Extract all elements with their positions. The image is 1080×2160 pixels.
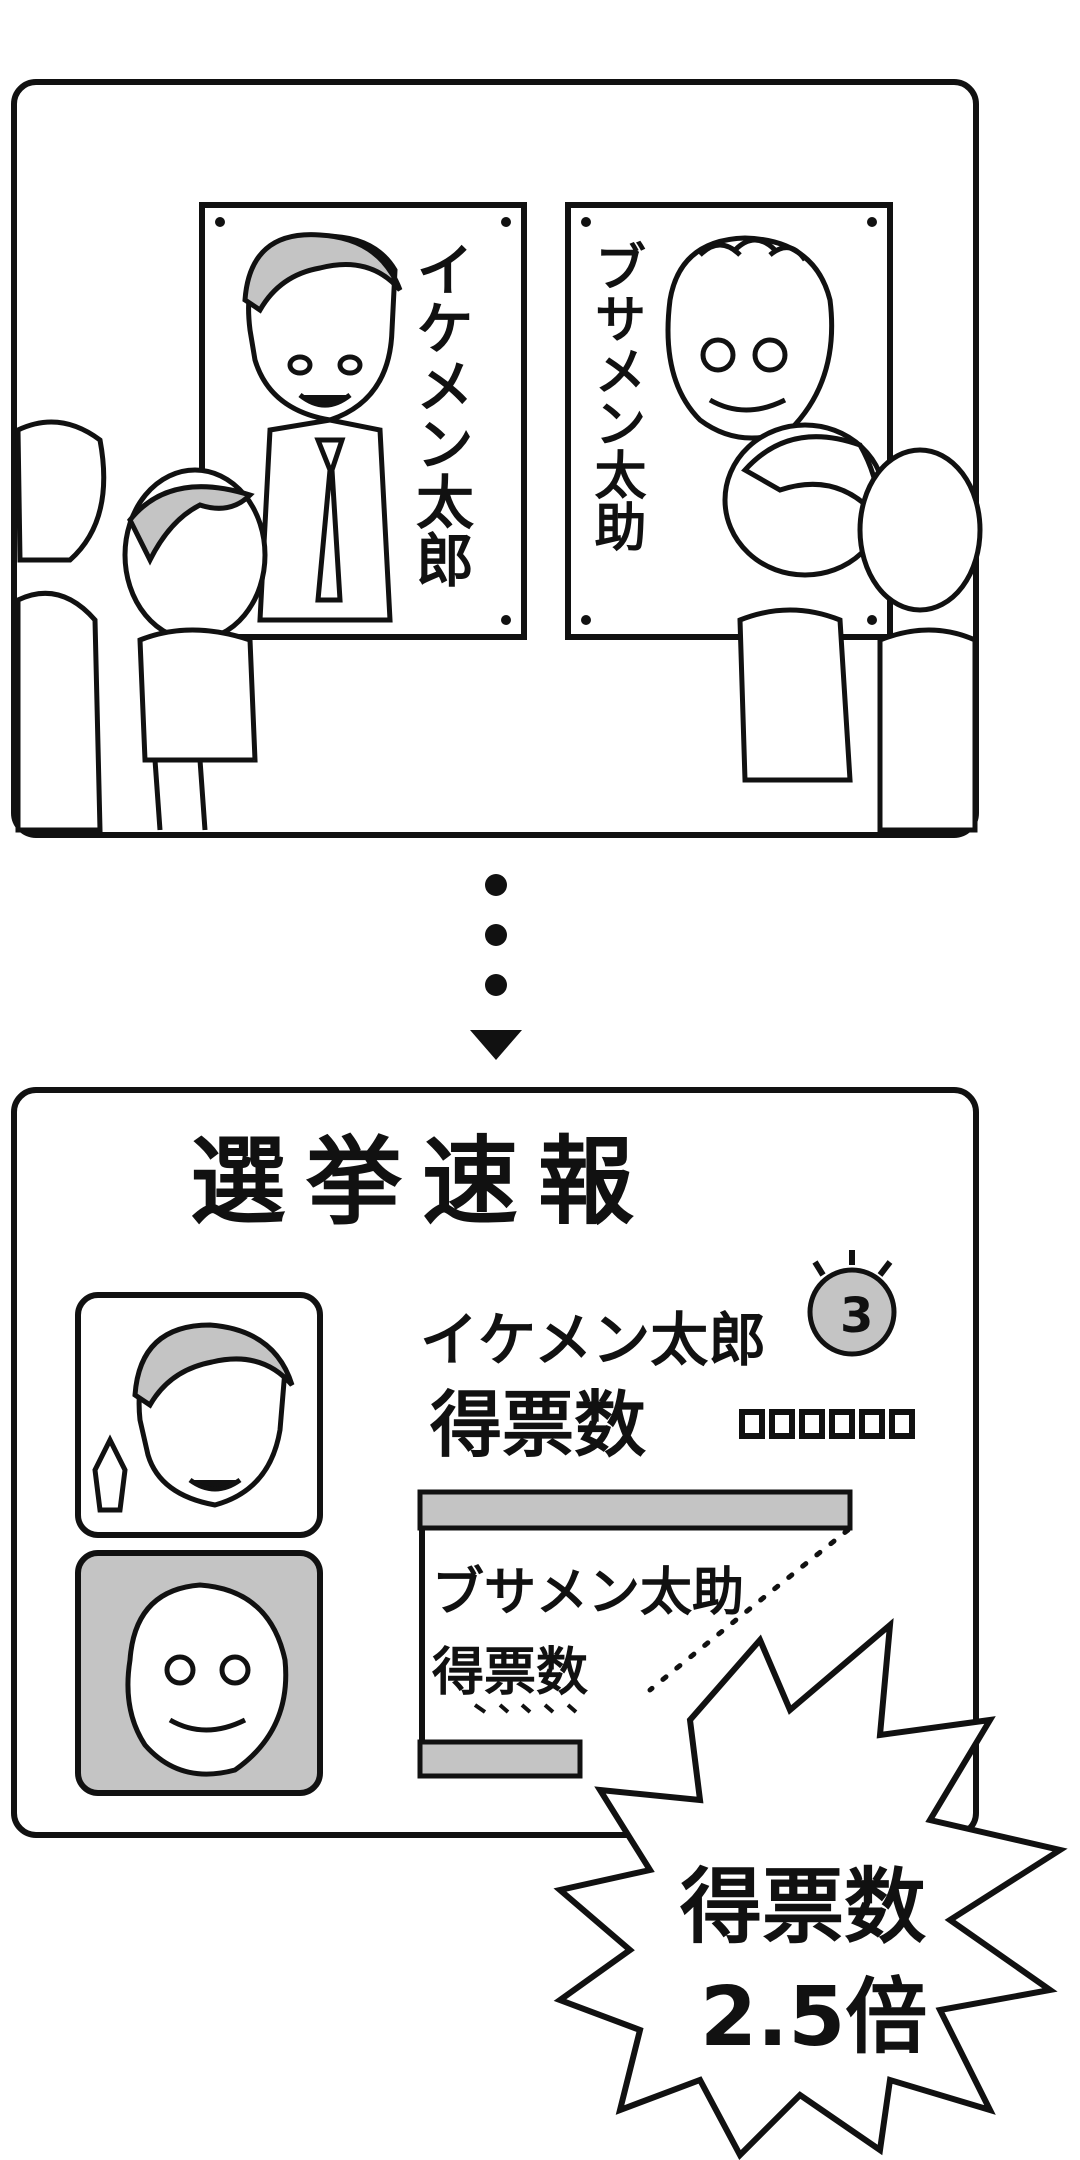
crowd-right bbox=[722, 422, 983, 833]
down-arrow-icon bbox=[470, 1030, 522, 1060]
rank-badge-number: 3 bbox=[840, 1288, 873, 1344]
candidate-a-thumb bbox=[75, 1292, 323, 1538]
burst-line2: 2.5倍 bbox=[700, 1970, 927, 2065]
vote-tally-marks bbox=[739, 1409, 915, 1439]
crowd-left bbox=[15, 419, 268, 833]
candidate-b-thumb bbox=[75, 1550, 323, 1796]
candidate-a-votes-label: 得票数 bbox=[430, 1383, 646, 1467]
top-panel: イケメン太郎 ブサメン太助 bbox=[11, 79, 983, 838]
poster-ikemen-name: イケメン太郎 bbox=[406, 240, 474, 588]
vote-bars bbox=[417, 1489, 853, 1779]
starburst-callout: 得票数 2.5倍 bbox=[553, 1617, 1068, 2160]
poster-busamen-name: ブサメン太助 bbox=[585, 240, 646, 552]
burst-line1: 得票数 bbox=[680, 1860, 926, 1955]
candidate-a-result: イケメン太郎 3 得票数 bbox=[420, 1250, 915, 1467]
candidate-a-bar bbox=[417, 1489, 853, 1531]
candidate-b-bar bbox=[417, 1739, 583, 1779]
candidate-b-name: ブサメン太助 bbox=[432, 1563, 744, 1623]
ikemen-portrait bbox=[242, 232, 403, 623]
candidate-a-name: イケメン太郎 bbox=[420, 1306, 766, 1374]
bottom-panel: 選挙速報 イケメン太郎 3 bbox=[11, 1087, 979, 1838]
bulletin-header: 選挙速報 bbox=[190, 1126, 654, 1238]
candidate-b-votes-label: 得票数 bbox=[432, 1643, 588, 1703]
transition-dots bbox=[470, 874, 522, 1060]
busamen-portrait bbox=[665, 235, 835, 441]
rank-badge: 3 bbox=[807, 1250, 897, 1357]
poster-busamen: ブサメン太助 bbox=[565, 202, 893, 640]
